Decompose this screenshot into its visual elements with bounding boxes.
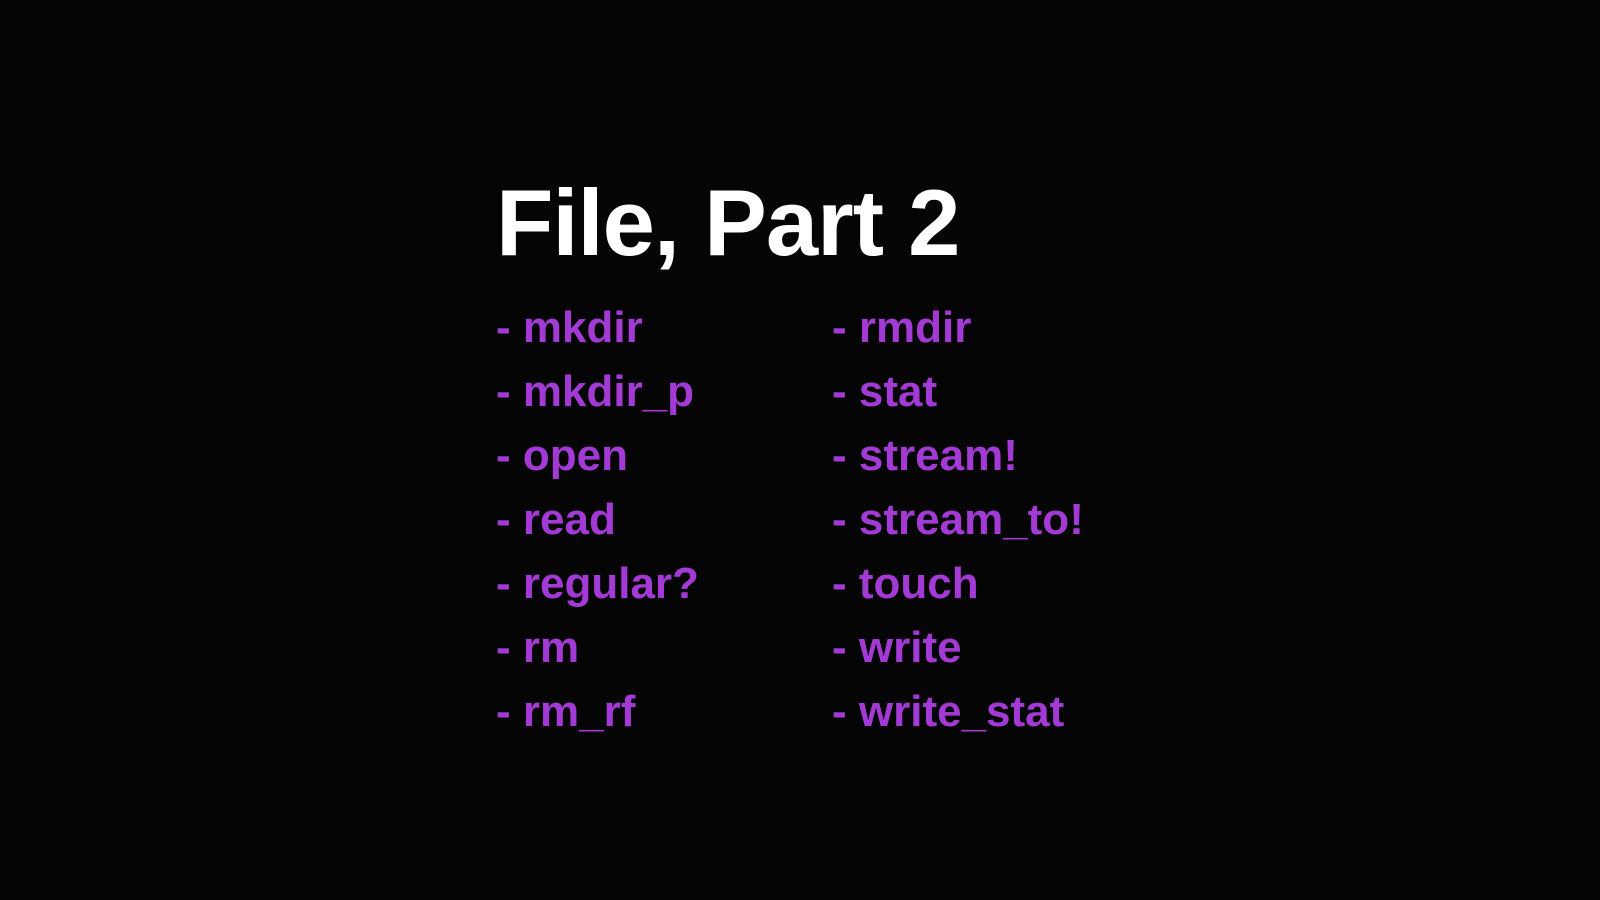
list-item: - rm (496, 623, 580, 672)
list-item: - regular? (496, 559, 699, 608)
list-item: - stream_to! (832, 495, 1084, 544)
list-item: - rmdir (832, 303, 972, 352)
method-list-left: - mkdir - mkdir_p - open - read - regula… (496, 296, 699, 744)
list-item: - stream! (832, 431, 1018, 480)
list-item: - write (832, 623, 962, 672)
list-item: - touch (832, 559, 979, 608)
slide-title: File, Part 2 (496, 170, 960, 275)
list-item: - open (496, 431, 628, 480)
list-item: - rm_rf (496, 687, 636, 736)
list-item: - mkdir_p (496, 367, 695, 416)
method-list-right: - rmdir - stat - stream! - stream_to! - … (832, 296, 1084, 744)
list-item: - mkdir (496, 303, 643, 352)
list-item: - read (496, 495, 616, 544)
list-item: - write_stat (832, 687, 1065, 736)
list-item: - stat (832, 367, 938, 416)
